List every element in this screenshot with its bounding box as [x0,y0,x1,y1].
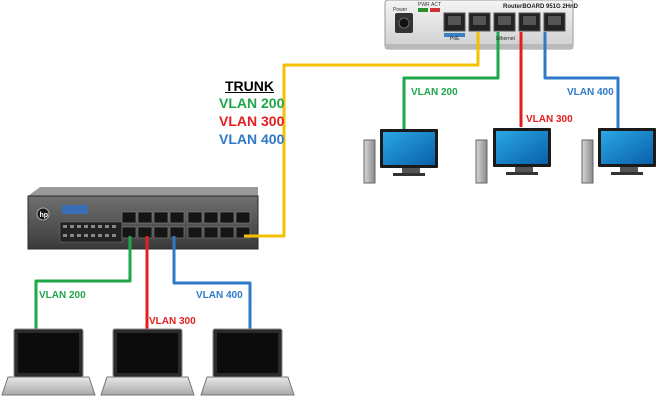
laptop-2-vlan-label: VLAN 300 [149,316,196,327]
hp-logo-icon [36,207,50,221]
router-device [384,0,574,50]
router-label-poe: PoE [450,36,460,42]
router-label-power: Power [393,7,408,13]
desktop-pc-1 [363,129,438,184]
trunk-vlan-300: VLAN 300 [219,113,285,129]
trunk-title: TRUNK [225,78,274,94]
cables [34,32,620,332]
router-ports [443,12,566,32]
trunk-cable [244,32,480,238]
trunk-vlan-400: VLAN 400 [219,131,285,147]
desktop-1-vlan-label: VLAN 200 [411,87,458,98]
router-model-text: RouterBOARD 951G 2HnD [503,4,579,10]
svg-text:hp: hp [40,212,49,219]
cable-switch-vlan400 [172,236,252,332]
cable-router-vlan400 [543,32,620,130]
desktop-2-vlan-label: VLAN 300 [526,114,573,125]
laptop-3 [200,328,295,396]
router-label-pwr: PWR [418,2,430,8]
desktop-3-vlan-label: VLAN 400 [567,87,614,98]
desktop-pc-3 [581,128,656,184]
laptop-3-vlan-label: VLAN 400 [196,290,243,301]
laptop-1 [1,328,96,396]
router-label-act: ACT [431,2,441,8]
laptop-2 [100,328,195,396]
cable-router-vlan200 [402,32,500,132]
network-switch: hp [27,187,259,250]
switch-ports [121,211,251,239]
laptop-1-vlan-label: VLAN 200 [39,290,86,301]
cable-switch-vlan200 [34,236,132,332]
desktop-pc-2 [475,128,551,184]
trunk-vlan-200: VLAN 200 [219,95,285,111]
router-label-ethernet: Ethernet [496,36,515,42]
